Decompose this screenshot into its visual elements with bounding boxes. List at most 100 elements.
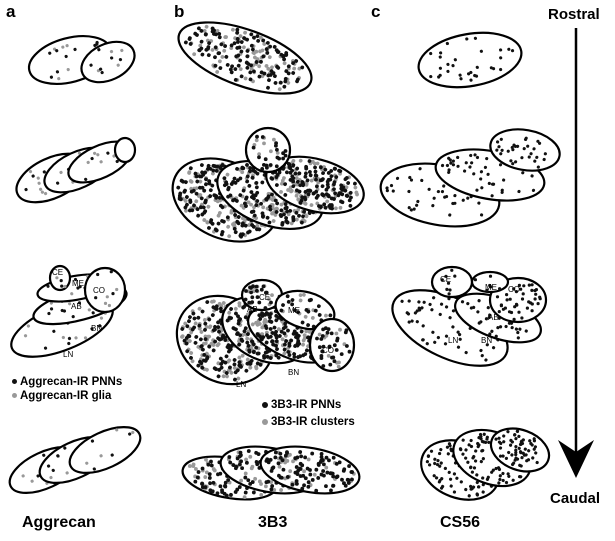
black-dot [461, 198, 465, 202]
black-dot [210, 313, 215, 317]
black-dot [464, 456, 468, 460]
region-label-me: ME [485, 283, 497, 292]
black-dot [339, 199, 343, 204]
black-dot [246, 478, 251, 483]
gray-dot [245, 336, 250, 341]
black-dot [250, 339, 255, 344]
black-dot [498, 474, 502, 478]
section-outline [48, 264, 72, 292]
black-dot [298, 200, 303, 205]
black-dot [469, 438, 473, 443]
gray-dot [310, 315, 315, 320]
black-dot [501, 471, 505, 476]
black-dot [507, 450, 511, 455]
gray-dot [275, 151, 280, 155]
black-dot [430, 308, 434, 312]
black-dot [208, 220, 213, 224]
black-dot [295, 341, 300, 346]
black-dot [292, 352, 297, 356]
gray-dot [189, 179, 194, 184]
caudal-label: Caudal [550, 490, 601, 507]
black-dot [485, 156, 489, 161]
black-dot [234, 466, 238, 471]
black-dot [268, 356, 273, 360]
black-dot [236, 40, 240, 44]
black-dot [530, 283, 534, 287]
black-dot [313, 165, 317, 170]
gray-dot [283, 460, 288, 465]
gray-dot [68, 302, 72, 306]
black-dot [90, 156, 94, 161]
black-dot [474, 74, 479, 78]
rostral-label: Rostral [548, 6, 600, 23]
black-dot [243, 223, 248, 228]
black-dot [242, 329, 247, 334]
gray-dot [30, 479, 34, 483]
black-dot [205, 300, 210, 304]
black-dot [439, 448, 443, 452]
gray-dot [257, 64, 262, 69]
black-dot [310, 451, 315, 456]
black-dot [273, 450, 278, 455]
black-dot [257, 74, 262, 79]
black-dot [283, 453, 288, 458]
black-dot [257, 300, 262, 305]
black-dot [327, 458, 331, 463]
black-dot [283, 202, 288, 206]
black-dot [522, 284, 526, 288]
black-dot [515, 429, 519, 433]
black-dot [235, 332, 239, 336]
black-dot [529, 441, 533, 446]
black-dot [287, 343, 292, 348]
black-dot [214, 306, 218, 311]
black-dot [224, 354, 229, 359]
black-dot [488, 274, 493, 278]
black-dot [473, 459, 478, 463]
black-dot [317, 313, 322, 317]
gray-dot [243, 471, 248, 476]
black-dot [328, 362, 333, 367]
black-dot [527, 449, 531, 453]
black-dot [433, 340, 437, 344]
black-dot [421, 324, 425, 328]
gray-dot [223, 35, 228, 39]
black-dot [245, 340, 250, 345]
black-dot [282, 212, 286, 217]
black-dot [470, 470, 474, 474]
black-dot [211, 28, 215, 33]
black-dot [319, 354, 324, 358]
gray-dot [324, 333, 329, 338]
black-dot [291, 71, 296, 75]
black-dot [417, 306, 421, 310]
black-dot [473, 153, 477, 157]
black-dot [236, 215, 241, 219]
black-dot [226, 194, 231, 199]
black-dot [207, 475, 212, 480]
black-dot [198, 359, 202, 364]
black-dot [305, 188, 310, 193]
black-dot [299, 220, 304, 225]
black-dot [211, 480, 216, 485]
black-dot [499, 67, 503, 72]
section-outline [417, 31, 523, 89]
black-dot [518, 463, 522, 467]
black-dot [206, 53, 211, 58]
black-dot [192, 203, 196, 208]
black-dot [217, 367, 222, 372]
black-dot [305, 178, 310, 183]
gray-dot [270, 198, 275, 202]
black-dot [200, 466, 205, 471]
black-dot [487, 440, 491, 444]
region-outline [470, 270, 510, 294]
black-dot [277, 473, 281, 478]
black-dot [317, 345, 322, 350]
black-dot [469, 444, 474, 449]
black-dot [203, 485, 208, 490]
gray-dot [217, 301, 222, 306]
black-dot [319, 455, 324, 460]
black-dot [264, 458, 269, 463]
black-dot [251, 209, 256, 214]
black-dot [199, 28, 204, 33]
black-dot [248, 166, 253, 170]
black-dot [308, 468, 312, 472]
